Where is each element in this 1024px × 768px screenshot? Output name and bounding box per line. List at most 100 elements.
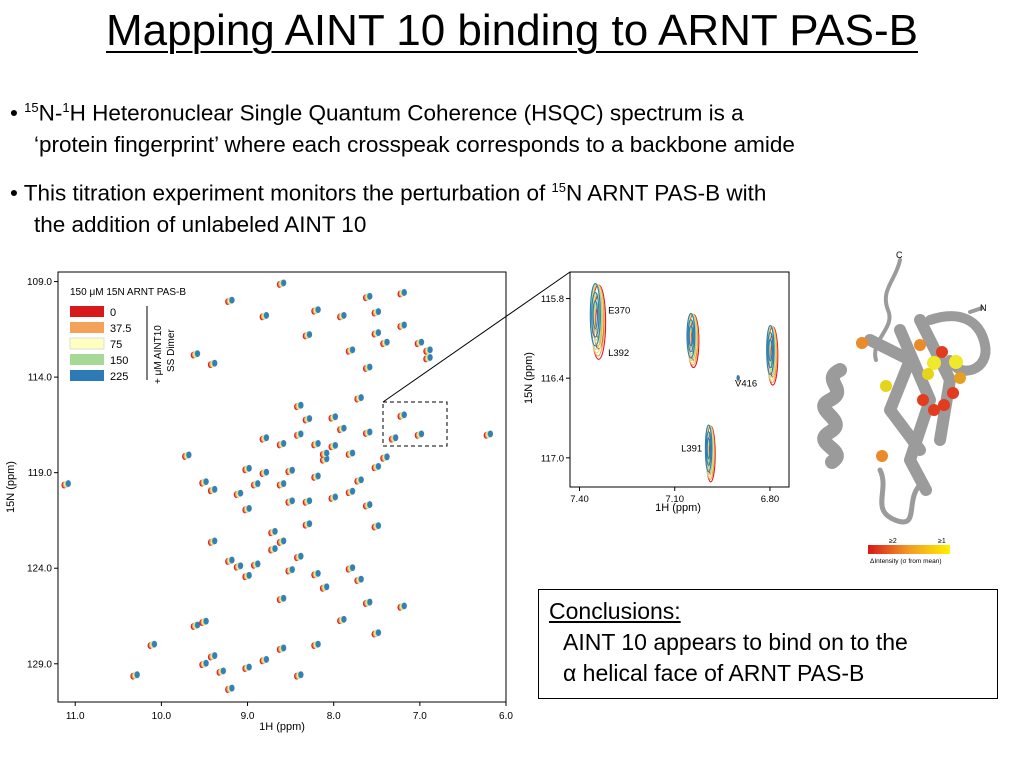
crosspeak	[319, 455, 330, 464]
crosspeak-contour	[358, 575, 364, 583]
crosspeak	[311, 569, 321, 579]
y-tick-label: 114.0	[28, 373, 53, 384]
crosspeak	[294, 671, 304, 680]
crosspeak	[147, 640, 158, 650]
legend-side-label-2: SS Dimer	[166, 329, 177, 372]
x-tick-label: 6.80	[761, 494, 780, 505]
legend-swatch	[70, 306, 104, 317]
crosspeak-contour	[289, 466, 295, 474]
crosspeak	[414, 430, 425, 439]
crosspeak	[337, 615, 347, 625]
crosspeak-contour	[298, 430, 304, 438]
crosspeak	[242, 571, 252, 581]
legend-title: 150 μM 15N ARNT PAS-B	[70, 287, 186, 298]
crosspeak-contour	[736, 376, 740, 380]
crosspeak-contour	[324, 449, 330, 457]
crosspeak	[276, 594, 287, 604]
crosspeak	[388, 434, 399, 443]
crosspeak	[207, 485, 218, 495]
crosspeak-contour	[263, 434, 270, 442]
crosspeak-contour	[341, 311, 347, 319]
crosspeak	[354, 575, 364, 585]
n-terminus-label: N	[980, 303, 987, 313]
plot-frame	[569, 271, 790, 488]
bullet-text: N ARNT PAS-B with	[565, 180, 767, 206]
crosspeak	[414, 338, 425, 348]
crosspeak-contour	[212, 652, 218, 659]
bullet-text: N-	[38, 100, 63, 126]
crosspeak-contour	[212, 485, 218, 493]
peak-label: V416	[735, 378, 757, 389]
residue-sphere	[949, 355, 963, 369]
residue-spheres	[856, 337, 966, 462]
crosspeak-contour	[332, 493, 339, 501]
conclusions-box: Conclusions: AINT 10 appears to bind on …	[538, 589, 998, 699]
crosspeak-contour	[255, 560, 261, 568]
crosspeak-contour	[315, 640, 321, 648]
crosspeak	[276, 279, 287, 288]
crosspeak	[337, 311, 347, 321]
crosspeak-contour	[315, 440, 321, 447]
x-axis-label: 1H (ppm)	[655, 502, 701, 514]
crosspeak-contour	[246, 571, 252, 579]
peak-label: L392	[608, 348, 629, 359]
crosspeak	[182, 451, 192, 460]
legend-label: 0	[110, 307, 116, 319]
crosspeak	[345, 564, 356, 573]
x-tick-label: 8.0	[327, 711, 341, 722]
crosspeak-contour	[298, 401, 304, 409]
crosspeak-contour	[272, 545, 278, 552]
crosspeak	[268, 527, 278, 537]
crosspeak	[362, 292, 373, 302]
scale-caption: ΔIntensity (σ from mean)	[870, 558, 942, 565]
y-tick-label: 116.4	[541, 374, 564, 385]
crosspeak	[354, 476, 364, 485]
crosspeak	[319, 583, 330, 592]
bullet-text: the addition of unlabeled AINT 10	[34, 211, 367, 237]
crosspeak-contour	[766, 324, 775, 376]
crosspeak-contour	[281, 644, 287, 652]
crosspeak-contour	[384, 453, 390, 461]
crosspeak	[345, 346, 356, 355]
legend-swatch	[69, 337, 105, 350]
y-axis-label: 15N (ppm)	[523, 352, 535, 404]
crosspeak	[371, 522, 382, 531]
legend-label: 225	[110, 371, 128, 383]
crosspeak	[397, 289, 407, 298]
crosspeak-contour	[203, 659, 209, 667]
crosspeak	[225, 684, 235, 693]
plot-frame	[57, 271, 507, 703]
crosspeak	[589, 282, 607, 360]
crosspeak-contour	[367, 598, 373, 606]
c-terminus-label: C	[896, 250, 903, 260]
crosspeak-contour	[306, 520, 313, 528]
crosspeak-contour	[350, 564, 356, 572]
crosspeak	[302, 520, 313, 529]
crosspeak	[250, 480, 261, 489]
crosspeak-contour	[687, 319, 695, 353]
crosspeak-contour	[298, 671, 304, 679]
residue-sphere	[856, 337, 868, 349]
crosspeak-contour	[427, 346, 433, 354]
x-tick-label: 11.0	[66, 711, 85, 722]
crosspeak	[285, 466, 295, 476]
legend-label: 37.5	[110, 323, 131, 335]
crosspeak	[233, 489, 244, 499]
residue-sphere	[927, 356, 941, 370]
peaks-group	[61, 279, 494, 693]
y-tick-label: 117.0	[541, 453, 564, 464]
crosspeak-contour	[427, 354, 433, 361]
crosspeak	[345, 487, 356, 497]
peak-label: E370	[608, 305, 630, 316]
crosspeak	[225, 296, 235, 306]
crosspeak-contour	[306, 497, 313, 505]
residue-sphere	[914, 339, 926, 351]
legend-label: 75	[110, 339, 122, 351]
crosspeak-contour	[341, 615, 347, 623]
legend-side-label-1: + μM AINT10	[153, 325, 164, 384]
crosspeak	[242, 663, 252, 672]
crosspeak-contour	[358, 394, 364, 401]
crosspeak	[311, 640, 321, 650]
